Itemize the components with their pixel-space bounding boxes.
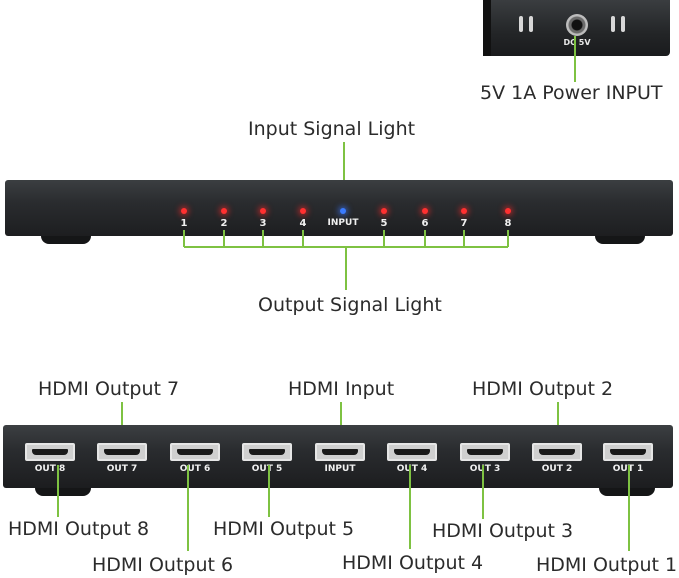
input-light-callout-line <box>343 142 345 184</box>
port-label: OUT 4 <box>396 464 428 474</box>
output-light-tick <box>262 230 264 247</box>
output-signal-led <box>181 208 187 214</box>
output-light-tick <box>302 230 304 247</box>
output-signal-led <box>505 208 511 214</box>
hdmi-output-port <box>532 443 582 461</box>
port-label: OUT 2 <box>541 464 573 474</box>
hdmi-output-port <box>97 443 147 461</box>
hdmi-output-port <box>170 443 220 461</box>
hdmi-output-7-caption: HDMI Output 7 <box>38 378 180 400</box>
hdmi-input-caption: HDMI Input <box>288 378 395 400</box>
power-input-caption: 5V 1A Power INPUT <box>480 82 663 104</box>
output-signal-led <box>381 208 387 214</box>
out5-callout-line <box>268 465 270 517</box>
port-label: OUT 6 <box>179 464 211 474</box>
power-callout-line <box>574 36 576 82</box>
led-label: 1 <box>180 218 188 229</box>
hdmi-output-port <box>387 443 437 461</box>
hdmi-output-1-caption: HDMI Output 1 <box>536 554 678 576</box>
hdmi-output-4-caption: HDMI Output 4 <box>342 552 484 574</box>
hdmi-input-port <box>315 443 365 461</box>
output-light-tick <box>223 230 225 247</box>
vent-slot <box>519 16 523 32</box>
output-light-tick <box>183 230 185 247</box>
output-light-tick <box>383 230 385 247</box>
output-signal-led <box>221 208 227 214</box>
out8-callout-line <box>57 465 59 517</box>
hdmi-output-5-caption: HDMI Output 5 <box>213 518 355 540</box>
vent-slot <box>529 16 533 32</box>
out1-callout-line <box>628 465 630 551</box>
led-label: 3 <box>259 218 267 229</box>
output-signal-led <box>461 208 467 214</box>
device-foot <box>599 488 655 496</box>
port-label: OUT 7 <box>106 464 138 474</box>
hdmi-output-port <box>603 443 653 461</box>
output-signal-led <box>260 208 266 214</box>
led-label: 6 <box>421 218 429 229</box>
out6-callout-line <box>187 465 189 551</box>
led-label: 2 <box>220 218 228 229</box>
input-signal-light-caption: Input Signal Light <box>248 118 416 140</box>
dc-power-jack <box>566 14 588 36</box>
output-signal-led <box>300 208 306 214</box>
power-module-edge <box>483 0 491 56</box>
out7-callout-line <box>121 402 123 446</box>
hdmi-output-port <box>25 443 75 461</box>
vent-slot <box>621 16 625 32</box>
hdmi-output-6-caption: HDMI Output 6 <box>92 554 234 576</box>
device-foot <box>35 488 91 496</box>
led-label: INPUT <box>327 218 359 228</box>
power-module: DC 5V <box>483 0 670 56</box>
out2-callout-line <box>557 402 559 446</box>
port-label: OUT 8 <box>34 464 66 474</box>
out4-callout-line <box>409 465 411 549</box>
dc-jack-label: DC 5V <box>563 38 591 47</box>
led-label: 5 <box>380 218 388 229</box>
led-label: 7 <box>460 218 468 229</box>
output-signal-light-caption: Output Signal Light <box>258 294 442 316</box>
output-light-tick <box>507 230 509 247</box>
output-light-tick <box>424 230 426 247</box>
output-signal-led <box>422 208 428 214</box>
led-label: 4 <box>299 218 307 229</box>
output-light-tick <box>463 230 465 247</box>
out3-callout-line <box>482 465 484 519</box>
input-callout-line <box>340 402 342 446</box>
led-label: 8 <box>504 218 512 229</box>
hdmi-output-2-caption: HDMI Output 2 <box>472 378 614 400</box>
hdmi-output-8-caption: HDMI Output 8 <box>8 518 150 540</box>
port-label: OUT 3 <box>469 464 501 474</box>
device-foot <box>41 236 91 244</box>
port-label: INPUT <box>324 464 356 474</box>
hdmi-output-3-caption: HDMI Output 3 <box>432 520 574 542</box>
port-label: OUT 5 <box>251 464 283 474</box>
hdmi-output-port <box>460 443 510 461</box>
vent-slot <box>611 16 615 32</box>
hdmi-output-port <box>242 443 292 461</box>
splitter-front-panel <box>5 180 673 244</box>
device-foot <box>595 236 645 244</box>
input-signal-led <box>340 208 346 214</box>
output-light-callout-line <box>345 246 347 290</box>
